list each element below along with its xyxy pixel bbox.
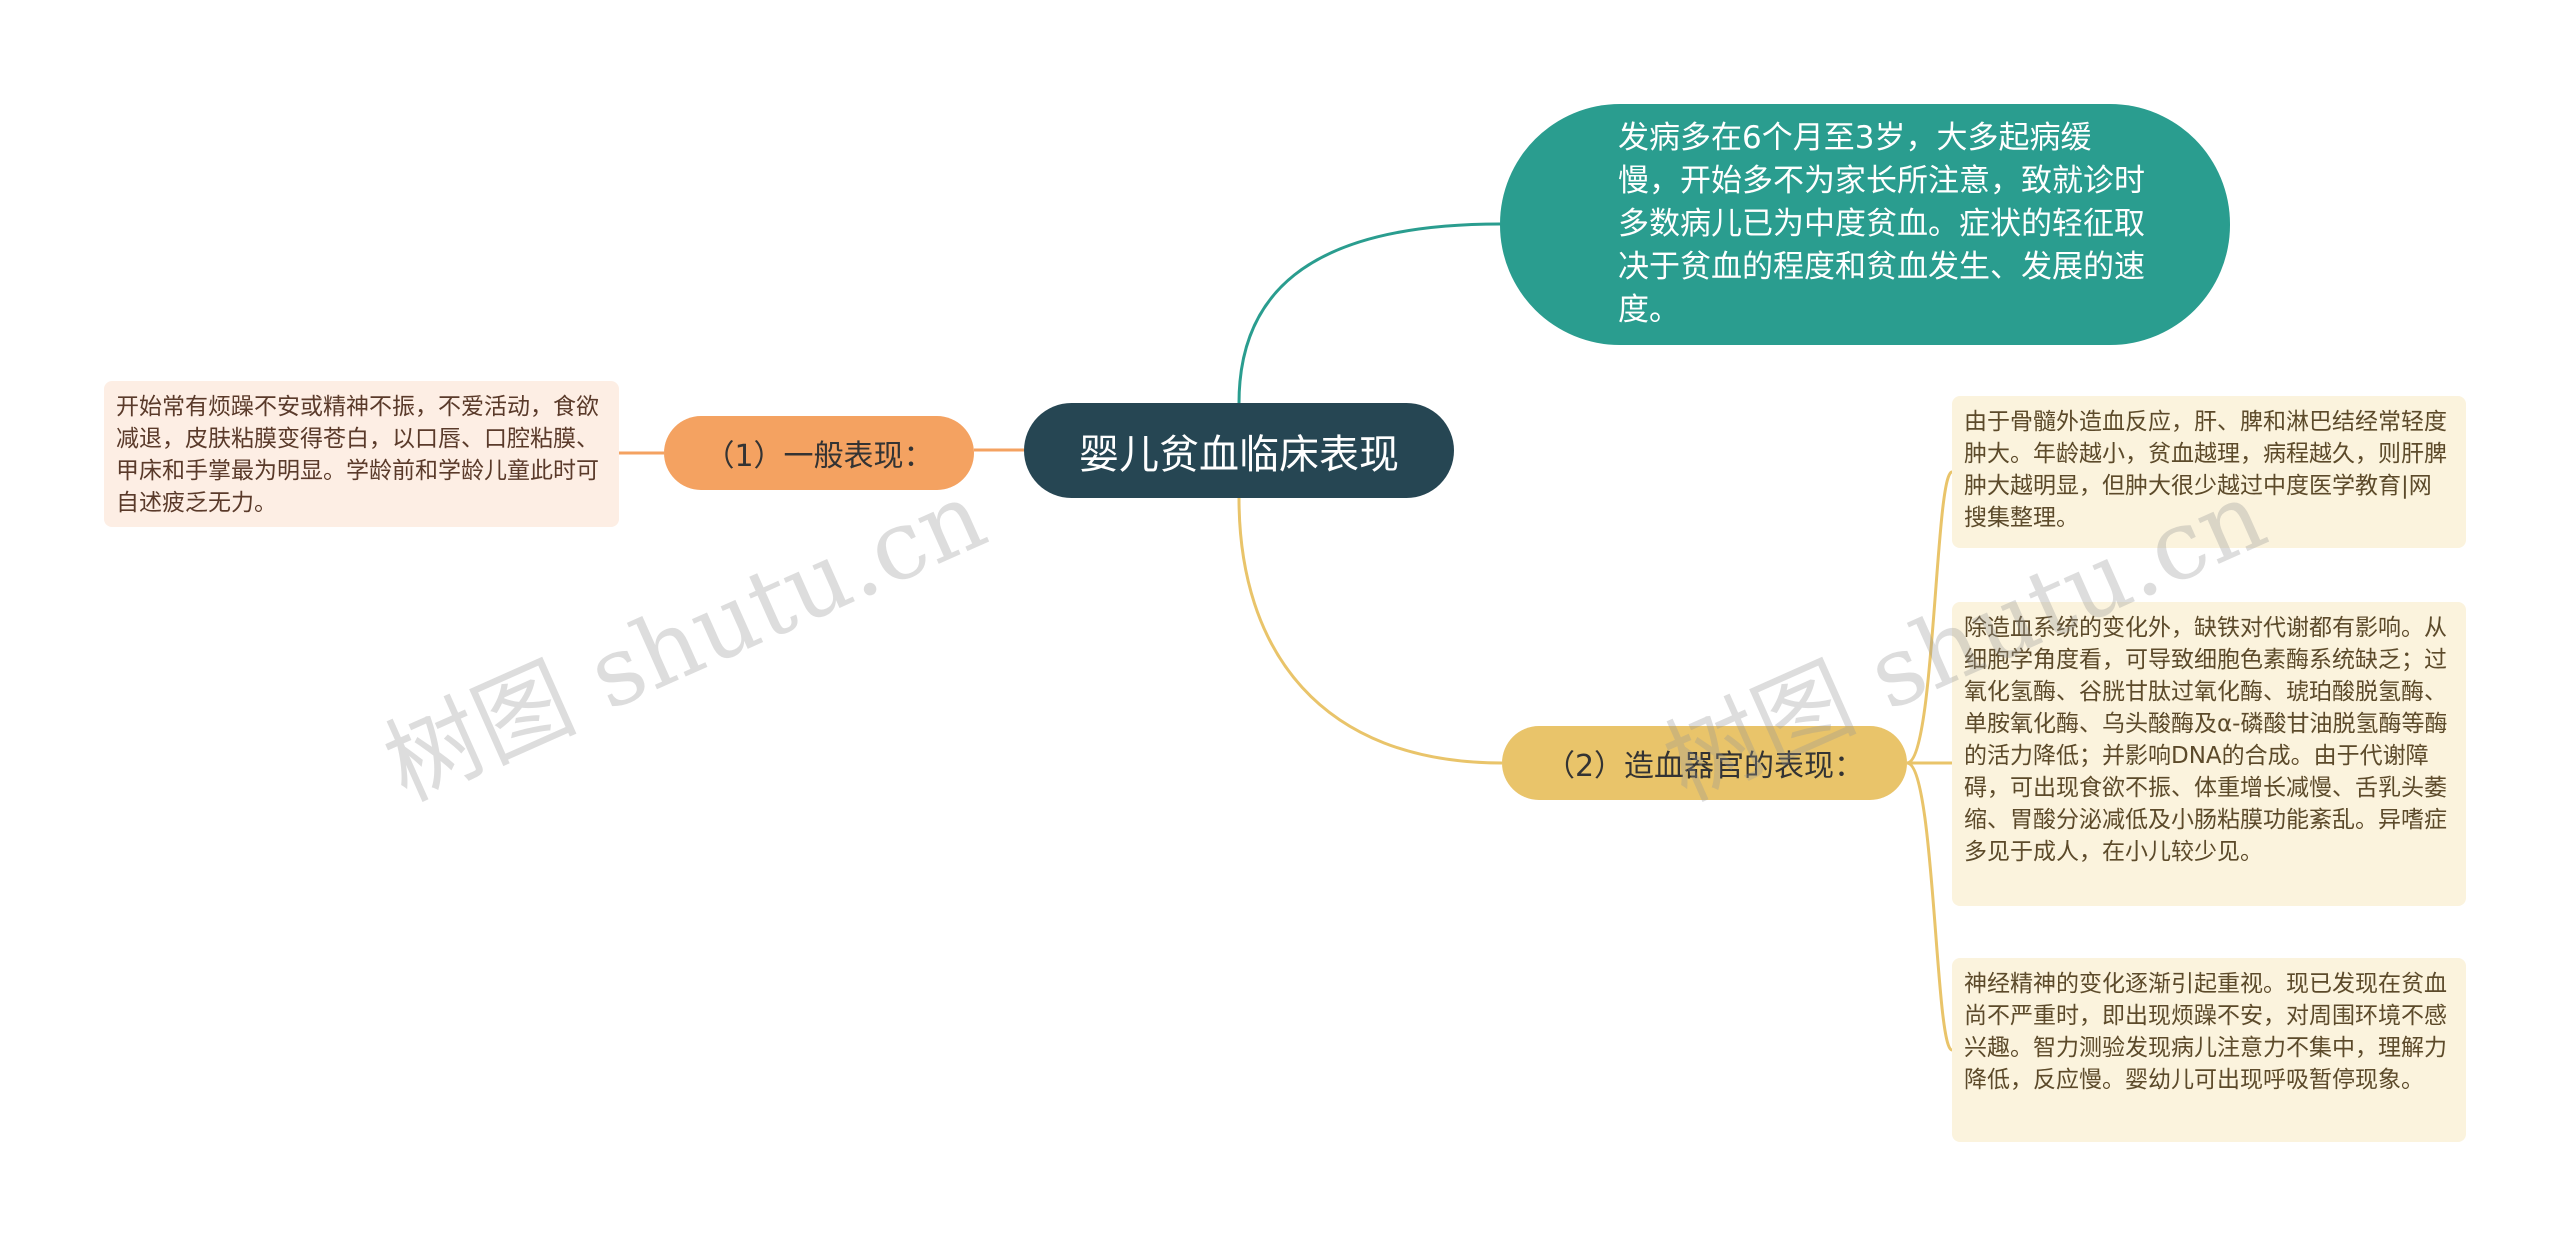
intro-node[interactable]: 发病多在6个月至3岁，大多起病缓慢，开始多不为家长所注意，致就诊时多数病儿已为中…	[1500, 104, 2230, 345]
connector-root-intro	[1237, 222, 1501, 404]
leaf-general-text: 开始常有烦躁不安或精神不振，不爱活动，食欲减退，皮肤粘膜变得苍白，以口唇、口腔粘…	[116, 394, 599, 516]
root-label: 婴儿贫血临床表现	[1079, 431, 1399, 478]
branch-general-label: （1）一般表现：	[704, 439, 934, 474]
leaf-blood-text-3: 神经精神的变化逐渐引起重视。现已发现在贫血尚不严重时，即出现烦躁不安，对周围环境…	[1964, 971, 2447, 1093]
leaf-blood-text-1: 由于骨髓外造血反应，肝、脾和淋巴结经常轻度肿大。年龄越小，贫血越理，病程越久，则…	[1964, 409, 2447, 531]
leaf-general-detail[interactable]: 开始常有烦躁不安或精神不振，不爱活动，食欲减退，皮肤粘膜变得苍白，以口唇、口腔粘…	[104, 381, 619, 527]
connector-blood-leaf-3	[1906, 761, 1954, 1052]
leaf-blood-detail-1[interactable]: 由于骨髓外造血反应，肝、脾和淋巴结经常轻度肿大。年龄越小，贫血越理，病程越久，则…	[1952, 396, 2466, 548]
branch-blood-organ[interactable]: （2）造血器官的表现：	[1502, 726, 1907, 800]
connector-blood-leaf-1	[1906, 470, 1954, 765]
intro-text: 发病多在6个月至3岁，大多起病缓慢，开始多不为家长所注意，致就诊时多数病儿已为中…	[1618, 120, 2145, 328]
leaf-blood-text-2: 除造血系统的变化外，缺铁对代谢都有影响。从细胞学角度看，可导致细胞色素酶系统缺乏…	[1964, 615, 2448, 865]
branch-blood-label: （2）造血器官的表现：	[1544, 749, 1865, 784]
leaf-blood-detail-2[interactable]: 除造血系统的变化外，缺铁对代谢都有影响。从细胞学角度看，可导致细胞色素酶系统缺乏…	[1952, 602, 2466, 906]
leaf-blood-detail-3[interactable]: 神经精神的变化逐渐引起重视。现已发现在贫血尚不严重时，即出现烦躁不安，对周围环境…	[1952, 958, 2466, 1142]
root-node[interactable]: 婴儿贫血临床表现	[1024, 403, 1454, 498]
branch-general[interactable]: （1）一般表现：	[664, 416, 974, 490]
connector-root-blood	[1237, 497, 1503, 765]
